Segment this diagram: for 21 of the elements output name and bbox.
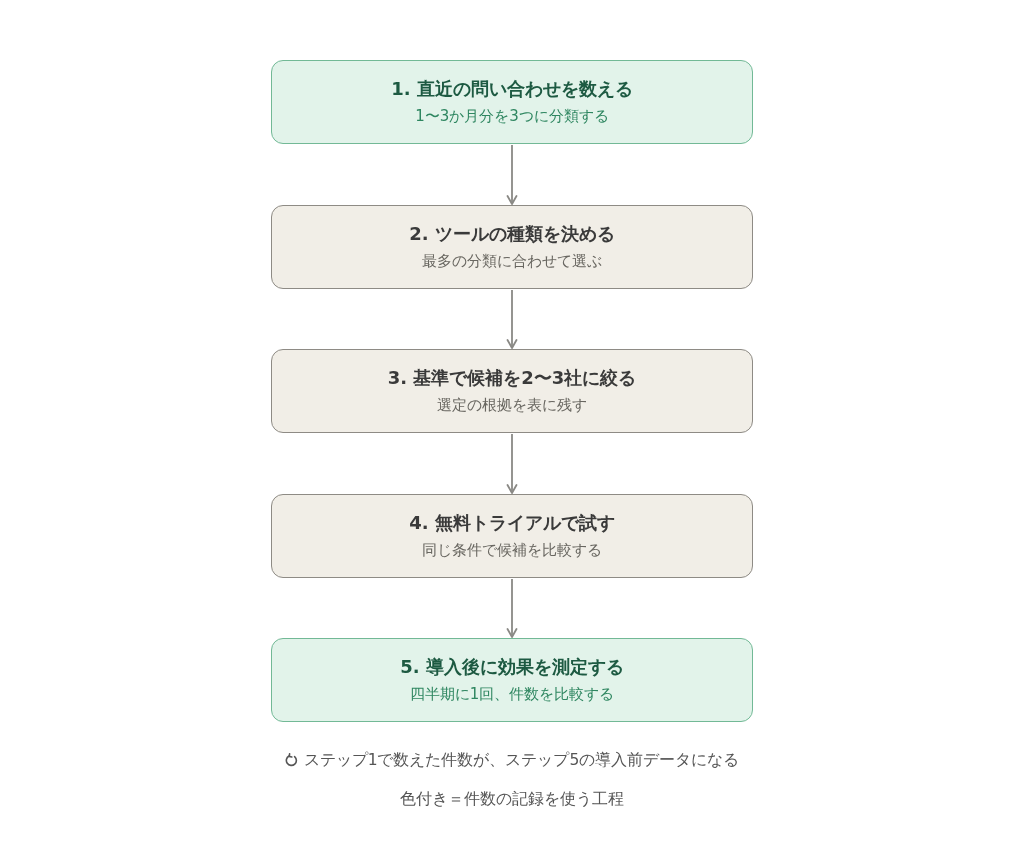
step-box	[271, 205, 753, 289]
step-description: 最多の分類に合わせて選ぶ	[422, 252, 602, 272]
note-text: 色付き＝件数の記録を使う工程	[400, 789, 624, 810]
step-box	[271, 349, 753, 433]
step-box	[271, 60, 753, 144]
step-title: 4. 無料トライアルで試す	[409, 511, 615, 535]
step-description: 四半期に1回、件数を比較する	[409, 685, 615, 705]
step-title: 5. 導入後に効果を測定する	[400, 655, 624, 679]
arrow	[506, 144, 518, 205]
step-box	[271, 494, 753, 578]
note-text: ステップ1で数えた件数が、ステップ5の導入前データになる	[303, 750, 740, 771]
step-title: 1. 直近の問い合わせを数える	[391, 77, 633, 101]
step-description: 選定の根拠を表に残す	[437, 396, 587, 416]
step-title: 3. 基準で候補を2〜3社に絞る	[387, 366, 637, 390]
step-description: 同じ条件で候補を比較する	[422, 541, 602, 561]
step-box	[271, 638, 753, 722]
step-title: 2. ツールの種類を決める	[409, 222, 615, 246]
arrow	[506, 433, 518, 494]
step-description: 1〜3か月分を3つに分類する	[415, 107, 609, 127]
arrow	[506, 289, 518, 349]
arrow	[506, 578, 518, 638]
